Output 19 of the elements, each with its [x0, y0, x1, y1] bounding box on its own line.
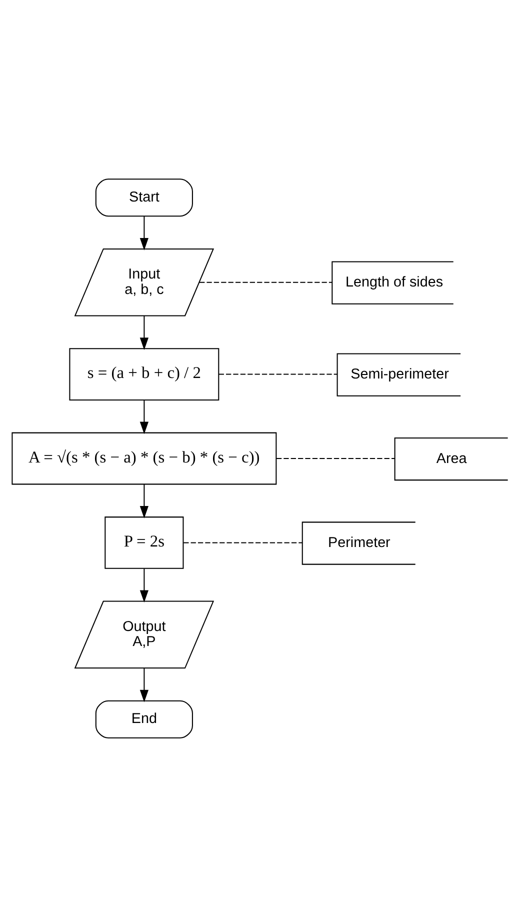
connector: [276, 457, 395, 459]
node-text: Perimeter: [328, 534, 390, 551]
node-text: Length of sides: [346, 274, 444, 290]
arrow: [140, 315, 148, 350]
arrow: [140, 216, 148, 250]
node-box: A = √(s * (s − a) * (s − b) * (s − c)): [12, 432, 277, 484]
connector: [218, 373, 338, 374]
node-box: Start: [95, 178, 193, 216]
node-box: End: [95, 700, 193, 738]
node-text: Semi-perimeter: [350, 366, 449, 382]
node-box: P = 2s: [104, 516, 184, 568]
node-text: Area: [436, 450, 467, 466]
arrow: [140, 399, 148, 434]
connector: [184, 542, 302, 543]
arrow: [140, 668, 148, 702]
arrow: [140, 484, 148, 518]
connector: [200, 281, 332, 282]
arrow: [140, 568, 148, 602]
node-box: s = (a + b + c) / 2: [69, 348, 220, 400]
